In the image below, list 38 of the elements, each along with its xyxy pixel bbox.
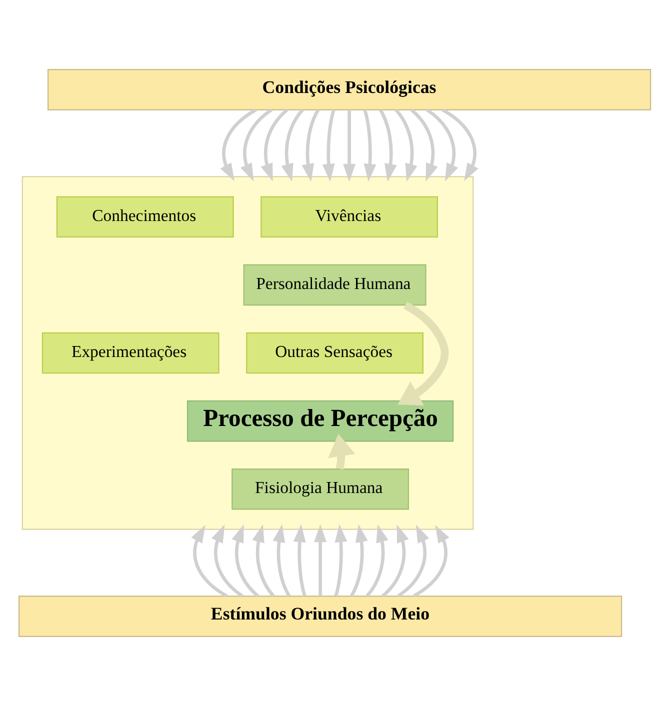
arrow	[272, 524, 290, 597]
arrow	[280, 108, 304, 182]
arrow	[240, 108, 272, 182]
arrow	[220, 108, 256, 182]
arrow	[397, 302, 448, 406]
arrow	[396, 524, 429, 598]
arrow	[328, 434, 355, 470]
node-box: Outras Sensações	[246, 332, 423, 374]
arrow	[412, 524, 449, 598]
node-box: Condições Psicológicas	[47, 69, 651, 110]
arrow	[210, 524, 243, 598]
node-box: Experimentações	[41, 332, 219, 374]
cluster	[21, 176, 474, 530]
arrow	[349, 524, 368, 597]
node-box: Vivências	[260, 196, 438, 238]
arrow	[362, 109, 376, 182]
node-box: Estímulos Oriundos do Meio	[18, 596, 622, 637]
arrow	[342, 110, 356, 182]
arrow	[292, 524, 306, 596]
arrow	[334, 524, 347, 596]
arrow	[301, 108, 320, 182]
arrow	[314, 524, 326, 596]
node-box: Personalidade Humana	[242, 264, 426, 306]
arrow	[425, 108, 458, 182]
arrow	[378, 108, 396, 182]
node-box: Processo de Percepção	[186, 400, 454, 442]
arrow	[365, 524, 388, 598]
arrow	[260, 108, 288, 182]
node-box: Fisiologia Humana	[231, 468, 408, 510]
arrow	[394, 108, 417, 182]
arrow	[190, 524, 228, 598]
arrow	[441, 108, 478, 182]
node-box: Conhecimentos	[56, 196, 234, 238]
arrow	[322, 109, 335, 182]
arrow	[231, 524, 259, 598]
arrow	[410, 108, 438, 182]
arrow	[252, 524, 274, 598]
arrow	[380, 524, 408, 598]
